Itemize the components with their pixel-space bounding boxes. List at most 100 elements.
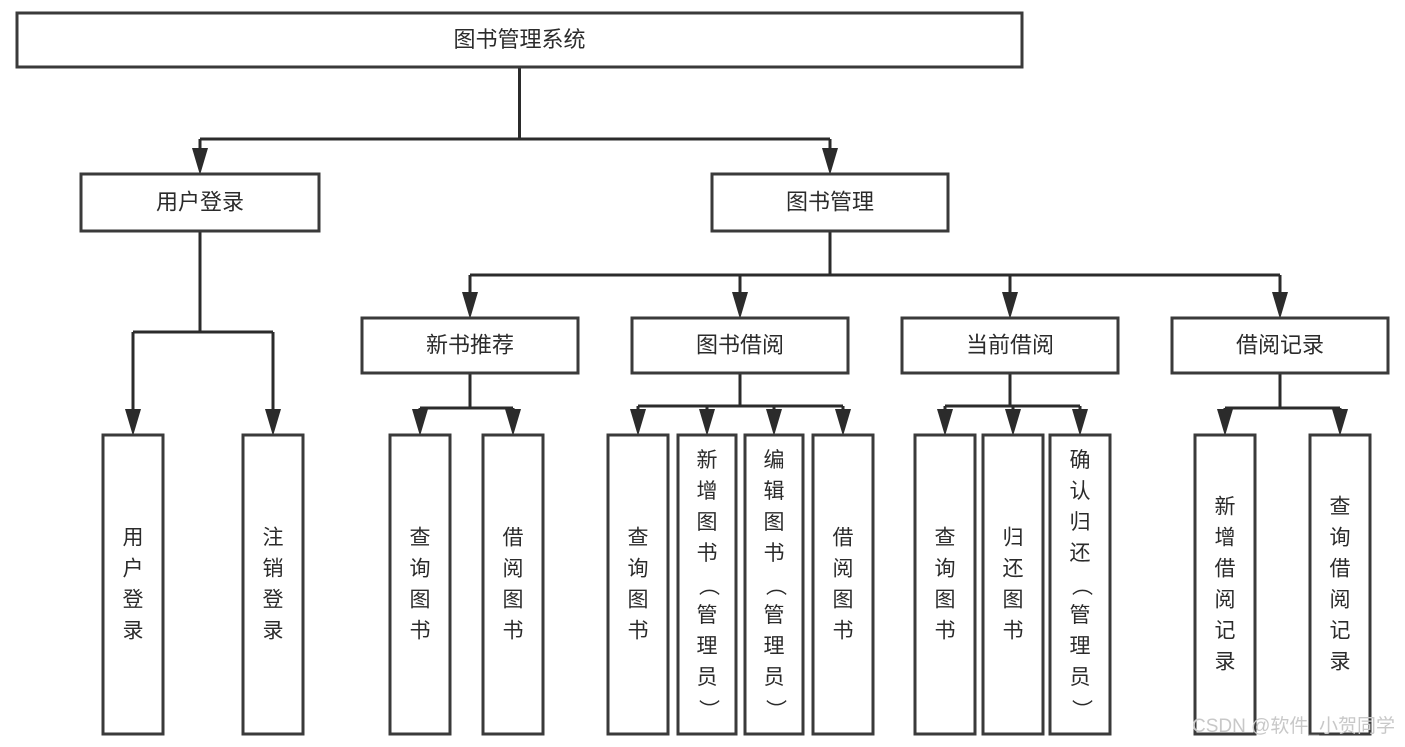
arrow-head-icon [1005,409,1021,436]
node-label-char: （ [696,575,719,596]
node-label-char: 阅 [1330,589,1351,612]
node-box[interactable] [981,433,1045,736]
node-leaf-query-book-rec[interactable]: 查询图书查询图书 [376,433,464,736]
node-label-char: 归 [1070,511,1091,534]
node-box[interactable] [241,433,305,736]
node-label-char: 认 [1070,480,1091,503]
node-label-char: 借 [833,527,854,550]
node-label-char: 注 [263,527,284,550]
node-label-char: 书 [503,620,524,643]
node-label-char: 记 [1215,620,1236,643]
node-label-char: 阅 [503,558,524,581]
node-box[interactable] [630,316,850,375]
arrow-head-icon [937,409,953,436]
node-leaf-query-record[interactable]: 查询借阅记录查询借阅记录 [1274,433,1405,736]
node-box[interactable] [1170,316,1390,375]
connector-group [937,373,1088,436]
node-label-char: 编 [764,449,785,472]
node-current-borrow[interactable]: 当前借阅 [900,316,1120,375]
node-label-char: 增 [697,480,718,503]
node-label-char: ） [1069,699,1092,720]
node-new-book-rec[interactable]: 新书推荐 [360,316,580,375]
node-label-char: 图 [1003,589,1024,612]
node-borrow-record[interactable]: 借阅记录 [1170,316,1390,375]
node-label-char: 借 [1330,558,1351,581]
nodes-layer: 图书管理系统用户登录图书管理新书推荐图书借阅当前借阅借阅记录用户登录用户登录注销… [15,11,1405,736]
node-label-char: 书 [1003,620,1024,643]
node-label-char: 增 [1215,527,1236,550]
arrow-head-icon [766,409,782,436]
node-label-char: 图 [764,511,785,534]
node-leaf-user-login[interactable]: 用户登录用户登录 [89,433,177,736]
node-label-char: 录 [1330,651,1351,674]
arrow-head-icon [192,148,208,175]
node-label-char: 书 [833,620,854,643]
node-box[interactable] [900,316,1120,375]
node-box[interactable] [1048,433,1112,736]
node-leaf-query-book-current[interactable]: 查询图书查询图书 [901,433,989,736]
node-box[interactable] [481,433,545,736]
connector-group [1217,373,1348,436]
node-box[interactable] [811,433,875,736]
node-label-char: 书 [628,620,649,643]
node-label-char: 员 [1070,666,1091,689]
node-label-char: 登 [263,589,284,612]
node-box[interactable] [606,433,670,736]
node-box[interactable] [360,316,580,375]
node-label-char: （ [763,575,786,596]
node-label-char: 借 [1215,558,1236,581]
arrow-head-icon [265,409,281,436]
node-book-manage[interactable]: 图书管理 [710,172,950,233]
node-root[interactable]: 图书管理系统 [15,11,1024,69]
node-leaf-user-logout[interactable]: 注销登录注销登录 [229,433,317,736]
arrow-head-icon [412,409,428,436]
node-label-char: 图 [697,511,718,534]
node-label-char: 归 [1003,527,1024,550]
arrow-head-icon [822,148,838,175]
node-label-char: 新 [1215,496,1236,519]
node-box[interactable] [15,11,1024,69]
node-leaf-borrow-book-rec[interactable]: 借阅图书借阅图书 [469,433,557,736]
node-box[interactable] [388,433,452,736]
node-box[interactable] [710,172,950,233]
node-label-char: 户 [123,558,144,581]
arrow-head-icon [732,292,748,319]
node-leaf-query-book-borrow[interactable]: 查询图书查询图书 [594,433,682,736]
node-label-char: 员 [764,666,785,689]
node-label-char: 管 [1070,604,1091,627]
node-box[interactable] [913,433,977,736]
node-label-char: 阅 [833,558,854,581]
node-box[interactable] [1193,433,1257,736]
node-label-char: 理 [697,635,718,658]
node-box[interactable] [743,433,805,736]
node-box[interactable] [101,433,165,736]
node-box[interactable] [79,172,321,233]
node-label-char: 管 [697,604,718,627]
node-leaf-borrow-book[interactable]: 借阅图书借阅图书 [799,433,887,736]
node-box[interactable] [676,433,738,736]
node-label: 用户登录 [156,189,244,214]
node-label: 借阅记录 [1236,332,1324,357]
node-label-char: 书 [935,620,956,643]
node-user-login[interactable]: 用户登录 [79,172,321,233]
node-label-char: 管 [764,604,785,627]
node-leaf-return-book[interactable]: 归还图书归还图书 [969,433,1057,736]
node-leaf-add-record[interactable]: 新增借阅记录新增借阅记录 [1159,433,1291,736]
node-label-char: 图 [628,589,649,612]
node-label: 图书借阅 [696,332,784,357]
node-label-char: ） [696,699,719,720]
node-book-borrow[interactable]: 图书借阅 [630,316,850,375]
node-label-char: 还 [1070,542,1091,565]
node-label-char: 查 [935,527,956,550]
node-label-char: 书 [410,620,431,643]
node-label-char: 询 [1330,527,1351,550]
node-label-char: 录 [263,620,284,643]
node-label-char: 书 [764,542,785,565]
node-label-char: 登 [123,589,144,612]
node-box[interactable] [1308,433,1372,736]
node-label-char: 图 [935,589,956,612]
